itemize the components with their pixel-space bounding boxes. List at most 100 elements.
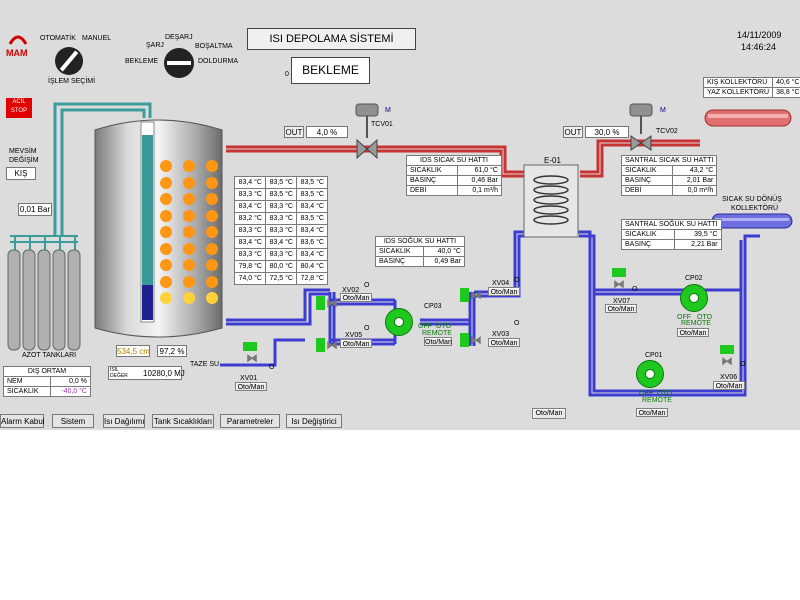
nitrogen-tanks-label: AZOT TANKLARI <box>22 352 77 359</box>
temperature-cell: 72,8 °C <box>296 272 328 285</box>
valve-mode-button[interactable]: Oto/Man <box>235 382 267 391</box>
switch-label-bosaltma: BOŞALTMA <box>195 43 233 50</box>
row-label: DEBİ <box>406 185 458 196</box>
temperature-led <box>206 292 218 304</box>
return-collector-label-2: KOLLEKTÖRÜ <box>731 205 779 212</box>
row-label: BASINÇ <box>620 239 676 250</box>
pump-remote-label: REMOTE <box>681 320 711 327</box>
nav-tank-temperatures[interactable]: Tank Sıcaklıkları <box>152 414 214 428</box>
pump-label: CP03 <box>424 303 442 310</box>
valve-status: O <box>632 286 638 293</box>
nitrogen-pressure: 0,01 Bar <box>18 203 52 216</box>
valve-status: O <box>364 282 370 289</box>
valve-actuator <box>460 288 469 302</box>
season-label-1: MEVSİM <box>9 148 37 155</box>
exchanger-mode-button[interactable]: Oto/Man <box>532 408 566 419</box>
nav-alarm-ack[interactable]: Alarm Kabul <box>0 414 45 428</box>
fresh-water-label: TAZE SU <box>190 361 220 368</box>
valve-mode-button[interactable]: Oto/Man <box>605 304 637 313</box>
valve-mode-button[interactable]: Oto/Man <box>340 293 372 302</box>
pump-hub <box>645 369 655 379</box>
temperature-cell: 83,4 °C <box>296 200 328 213</box>
temperature-led <box>206 160 218 172</box>
tcv01-output-value[interactable]: 4,0 % <box>306 126 348 138</box>
temperature-led <box>160 275 172 288</box>
valve-label: XV03 <box>492 331 510 338</box>
ids-hot-title: IDS SICAK SU HATTI <box>406 155 502 166</box>
central-cold-title: SANTRAL SOĞUK SU HATTI <box>621 219 722 230</box>
row-label: SICAKLIK <box>621 165 673 176</box>
mode-caption: İŞLEM SEÇİMİ <box>48 78 96 85</box>
temperature-cell: 83,5 °C <box>265 176 297 189</box>
emergency-stop-button[interactable]: ACİL STOP <box>6 98 32 118</box>
nav-system[interactable]: Sistem <box>52 414 94 428</box>
pump-label: CP02 <box>685 275 703 282</box>
pump-oto-label: OTO <box>436 323 452 330</box>
winter-collector <box>704 109 792 127</box>
process-selector-knob[interactable] <box>164 48 194 78</box>
pump-oto-label: OTO <box>697 314 713 321</box>
valve-mode-button[interactable]: Oto/Man <box>340 339 372 348</box>
row-label: DEBİ <box>621 185 673 196</box>
tcv02-output-value[interactable]: 30,0 % <box>585 126 629 138</box>
pump-off-label: OFF <box>677 314 691 321</box>
temperature-led <box>183 292 195 304</box>
row-value: 0,49 Bar <box>422 256 466 267</box>
valve-label: XV04 <box>492 280 510 287</box>
tcv01-m-label: M <box>385 107 391 114</box>
energy-value: 10280,0 MJ <box>143 369 185 378</box>
switch-label-bekleme: BEKLEME <box>125 58 159 65</box>
pump-mode-button[interactable]: Oto/Man <box>424 337 452 346</box>
temperature-cell: 83,5 °C <box>296 176 328 189</box>
mode-selector-knob[interactable] <box>55 47 83 75</box>
temperature-cell: 83,3 °C <box>265 224 297 237</box>
temperature-led <box>183 242 195 255</box>
collector-value: 38,8 °C <box>772 87 800 98</box>
valve-mode-button[interactable]: Oto/Man <box>488 338 520 347</box>
temperature-cell: 83,5 °C <box>296 188 328 201</box>
temperature-cell: 83,5 °C <box>296 212 328 225</box>
pump-mode-button[interactable]: Oto/Man <box>677 328 709 337</box>
row-value: 2,01 Bar <box>671 175 718 186</box>
time-display: 14:46:24 <box>741 42 777 52</box>
knob-pointer <box>167 61 191 65</box>
temperature-led <box>206 242 218 255</box>
collector-value: 40,6 °C <box>772 77 800 88</box>
pump-mode-button[interactable]: Oto/Man <box>636 408 668 417</box>
thermal-energy-box: ISIL DEĞER 10280,0 MJ <box>108 366 185 380</box>
temperature-cell: 83,4 °C <box>296 248 328 261</box>
temperature-led <box>206 176 218 189</box>
table-title-row: IDS SICAK SU HATTI <box>406 155 502 166</box>
nav-heat-exchanger[interactable]: Isı Değiştirici <box>286 414 342 428</box>
ambient-title: DIŞ ORTAM <box>3 366 91 377</box>
season-toggle[interactable]: KIŞ <box>6 167 36 180</box>
temperature-cell: 79,8 °C <box>234 260 266 273</box>
tcv01-valve-graphic <box>355 103 379 160</box>
valve-body-icon: ⧓ <box>470 288 482 302</box>
pump-oto-label: OTO <box>657 390 673 397</box>
status-prefix: 0 <box>285 71 289 78</box>
collector-label: YAZ KOLLEKTÖRÜ <box>702 87 774 98</box>
tcv01-out-label: OUT <box>284 126 304 138</box>
valve-status: O <box>364 325 370 332</box>
valve-mode-button[interactable]: Oto/Man <box>488 287 520 296</box>
tcv02-m-label: M <box>660 107 666 114</box>
pump-hub <box>394 317 404 327</box>
nav-heat-distribution[interactable]: Isı Dağılımı <box>103 414 145 428</box>
nav-parameters[interactable]: Parametreler <box>220 414 280 428</box>
valve-mode-button[interactable]: Oto/Man <box>713 381 745 390</box>
valve-actuator <box>316 296 325 310</box>
temperature-cell: 74,0 °C <box>234 272 266 285</box>
